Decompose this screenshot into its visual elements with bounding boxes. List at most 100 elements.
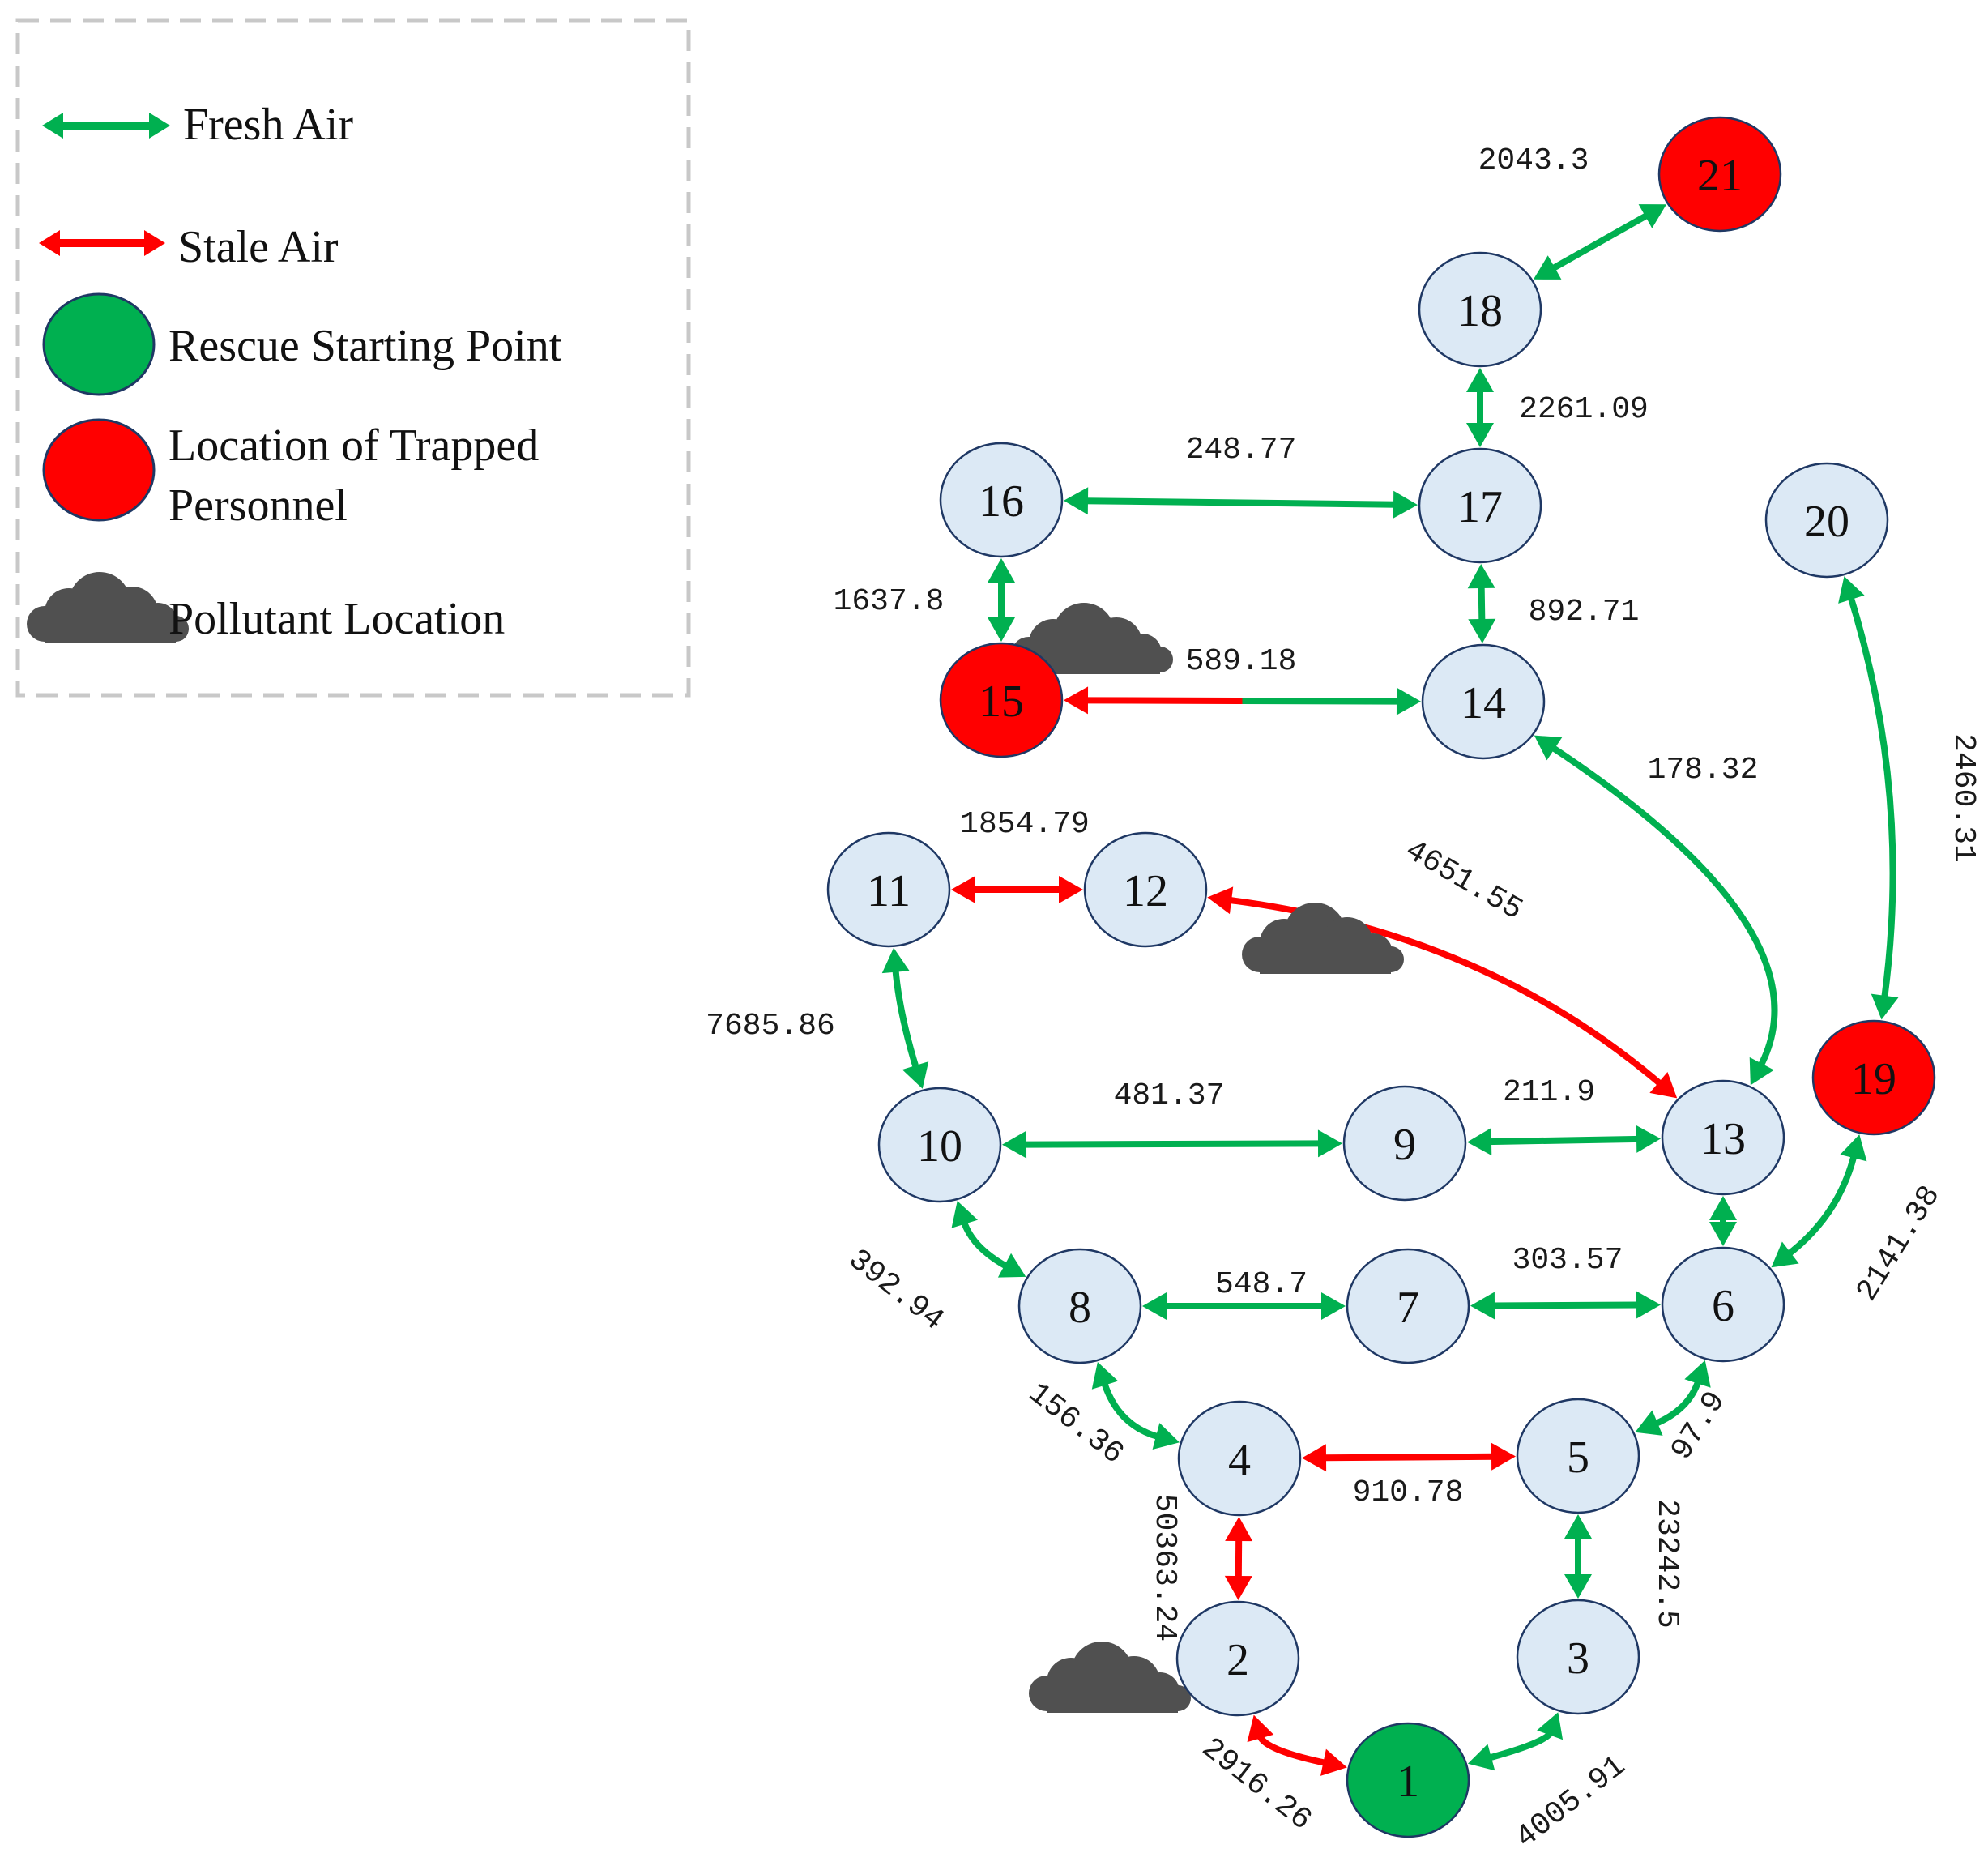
- node-13: 13: [1662, 1081, 1784, 1194]
- edge-12-13: [1207, 886, 1677, 1098]
- legend-fresh-air-arrow-icon: [42, 113, 170, 139]
- edge-label-7-6: 303.57: [1512, 1243, 1623, 1278]
- node-4: 4: [1179, 1402, 1300, 1515]
- edge-arrowhead-7: [1321, 1292, 1346, 1320]
- edge-14-15: [1064, 686, 1421, 715]
- node-3: 3: [1517, 1600, 1639, 1714]
- edge-label-9-13: 211.9: [1503, 1075, 1595, 1110]
- edge-arrowhead-4: [1225, 1517, 1252, 1541]
- node-label: 11: [867, 866, 911, 916]
- edge-1-3: [1468, 1712, 1563, 1770]
- node-label: 17: [1457, 482, 1503, 532]
- node-1: 1: [1347, 1723, 1469, 1837]
- edge-8-10: [952, 1201, 1026, 1278]
- edge-arrowhead-19: [1840, 1134, 1866, 1161]
- edge-label-14-17: 892.71: [1529, 595, 1640, 630]
- edge-14-17: [1468, 564, 1496, 643]
- edge-arrowhead-17: [1466, 423, 1494, 447]
- node-5: 5: [1517, 1399, 1639, 1513]
- edge-arrowhead-18: [1466, 368, 1494, 392]
- edge-2-4: [1225, 1517, 1252, 1600]
- edge-18-21: [1534, 204, 1666, 280]
- edge-label-19-20: 2460.31: [1946, 733, 1981, 863]
- edge-label-8-7: 548.7: [1215, 1267, 1308, 1302]
- node-label: 12: [1123, 866, 1168, 916]
- edge-label-16-17: 248.77: [1186, 433, 1297, 468]
- edge-arrowhead-13: [1636, 1125, 1661, 1153]
- node-17: 17: [1419, 449, 1541, 562]
- edge-16-17: [1064, 487, 1418, 518]
- edge-arrowhead-12: [1207, 886, 1233, 914]
- edge-line: [1788, 1155, 1854, 1254]
- edge-arrowhead-5: [1564, 1514, 1592, 1539]
- legend-pollutant-label: Pollutant Location: [169, 594, 505, 644]
- edge-arrowhead-1: [1468, 1744, 1495, 1770]
- edge-label-12-13: 4651.55: [1399, 833, 1529, 928]
- edge-6-19: [1771, 1134, 1866, 1267]
- edge-3-5: [1564, 1514, 1592, 1599]
- node-label: 8: [1069, 1283, 1091, 1333]
- edge-19-20: [1838, 576, 1898, 1019]
- edge-label-1-2: 2916.26: [1195, 1731, 1318, 1838]
- node-label: 16: [979, 476, 1024, 527]
- node-2: 2: [1177, 1602, 1299, 1715]
- edge-arrowhead-11: [951, 876, 975, 903]
- edge-label-10-11: 7685.86: [706, 1009, 835, 1044]
- edge-arrowhead-12: [1059, 876, 1083, 903]
- legend-trapped-label-line2: Personnel: [169, 480, 348, 531]
- legend: Fresh Air Stale Air Rescue Starting Poin…: [18, 20, 689, 695]
- edge-line: [1104, 1382, 1159, 1437]
- edge-label-14-15: 589.18: [1186, 644, 1297, 679]
- legend-stale-air-label: Stale Air: [178, 222, 339, 272]
- edge-line: [1323, 1457, 1495, 1458]
- edge-arrowhead-2: [1225, 1576, 1252, 1600]
- edge-7-6: [1470, 1292, 1661, 1320]
- node-label: 19: [1851, 1054, 1896, 1104]
- node-20: 20: [1766, 463, 1888, 577]
- edge-line: [1023, 1143, 1321, 1144]
- edge-arrowhead-5: [1491, 1443, 1516, 1471]
- node-label: 15: [979, 677, 1024, 727]
- edge-10-11: [882, 948, 928, 1089]
- edge-arrowhead-4: [1302, 1444, 1326, 1471]
- edge-label-10-9: 481.37: [1114, 1078, 1225, 1113]
- edge-line: [1850, 596, 1892, 999]
- edge-label-8-10: 392.94: [842, 1242, 950, 1338]
- edge-label-2-4: 50363.24: [1147, 1494, 1182, 1642]
- node-label: 2: [1227, 1635, 1249, 1685]
- edge-6-13: [1709, 1196, 1737, 1246]
- node-label: 3: [1567, 1633, 1589, 1684]
- edge-arrowhead-15: [988, 617, 1015, 642]
- pollutant-cloud-icon: [1029, 1642, 1191, 1713]
- node-18: 18: [1419, 253, 1541, 366]
- legend-rescue-start-icon: [44, 294, 154, 395]
- legend-fresh-air-label: Fresh Air: [183, 100, 353, 150]
- node-label: 18: [1457, 286, 1503, 336]
- legend-stale-air-arrow-icon: [39, 230, 165, 256]
- node-label: 21: [1697, 151, 1743, 201]
- edge-arrowhead-11: [882, 948, 910, 973]
- edge-arrowhead-10: [1002, 1131, 1026, 1159]
- node-6: 6: [1662, 1248, 1784, 1361]
- edge-label-4-8: 156.36: [1022, 1376, 1130, 1471]
- node-label: 5: [1567, 1432, 1589, 1483]
- edge-15-16: [988, 558, 1015, 642]
- edge-arrowhead-4: [1153, 1423, 1180, 1450]
- edge-arrowhead-8: [1142, 1292, 1167, 1320]
- edge-line: [1552, 215, 1649, 269]
- node-7: 7: [1347, 1249, 1469, 1363]
- edge-label-5-6: 97.9: [1665, 1385, 1734, 1467]
- edge-line: [1260, 1736, 1327, 1763]
- edge-line-fresh-part: [1243, 701, 1401, 702]
- edge-line: [1488, 1732, 1551, 1758]
- node-9: 9: [1344, 1087, 1465, 1200]
- edge-arrowhead-6: [1709, 1222, 1737, 1246]
- edge-line: [895, 969, 916, 1069]
- edge-label-1-3: 4005.91: [1509, 1748, 1632, 1849]
- edge-label-15-16: 1637.8: [834, 584, 945, 619]
- node-label: 1: [1397, 1757, 1419, 1807]
- edge-arrowhead-17: [1393, 491, 1418, 519]
- edge-10-9: [1002, 1129, 1342, 1158]
- edge-arrowhead-14: [1397, 688, 1421, 715]
